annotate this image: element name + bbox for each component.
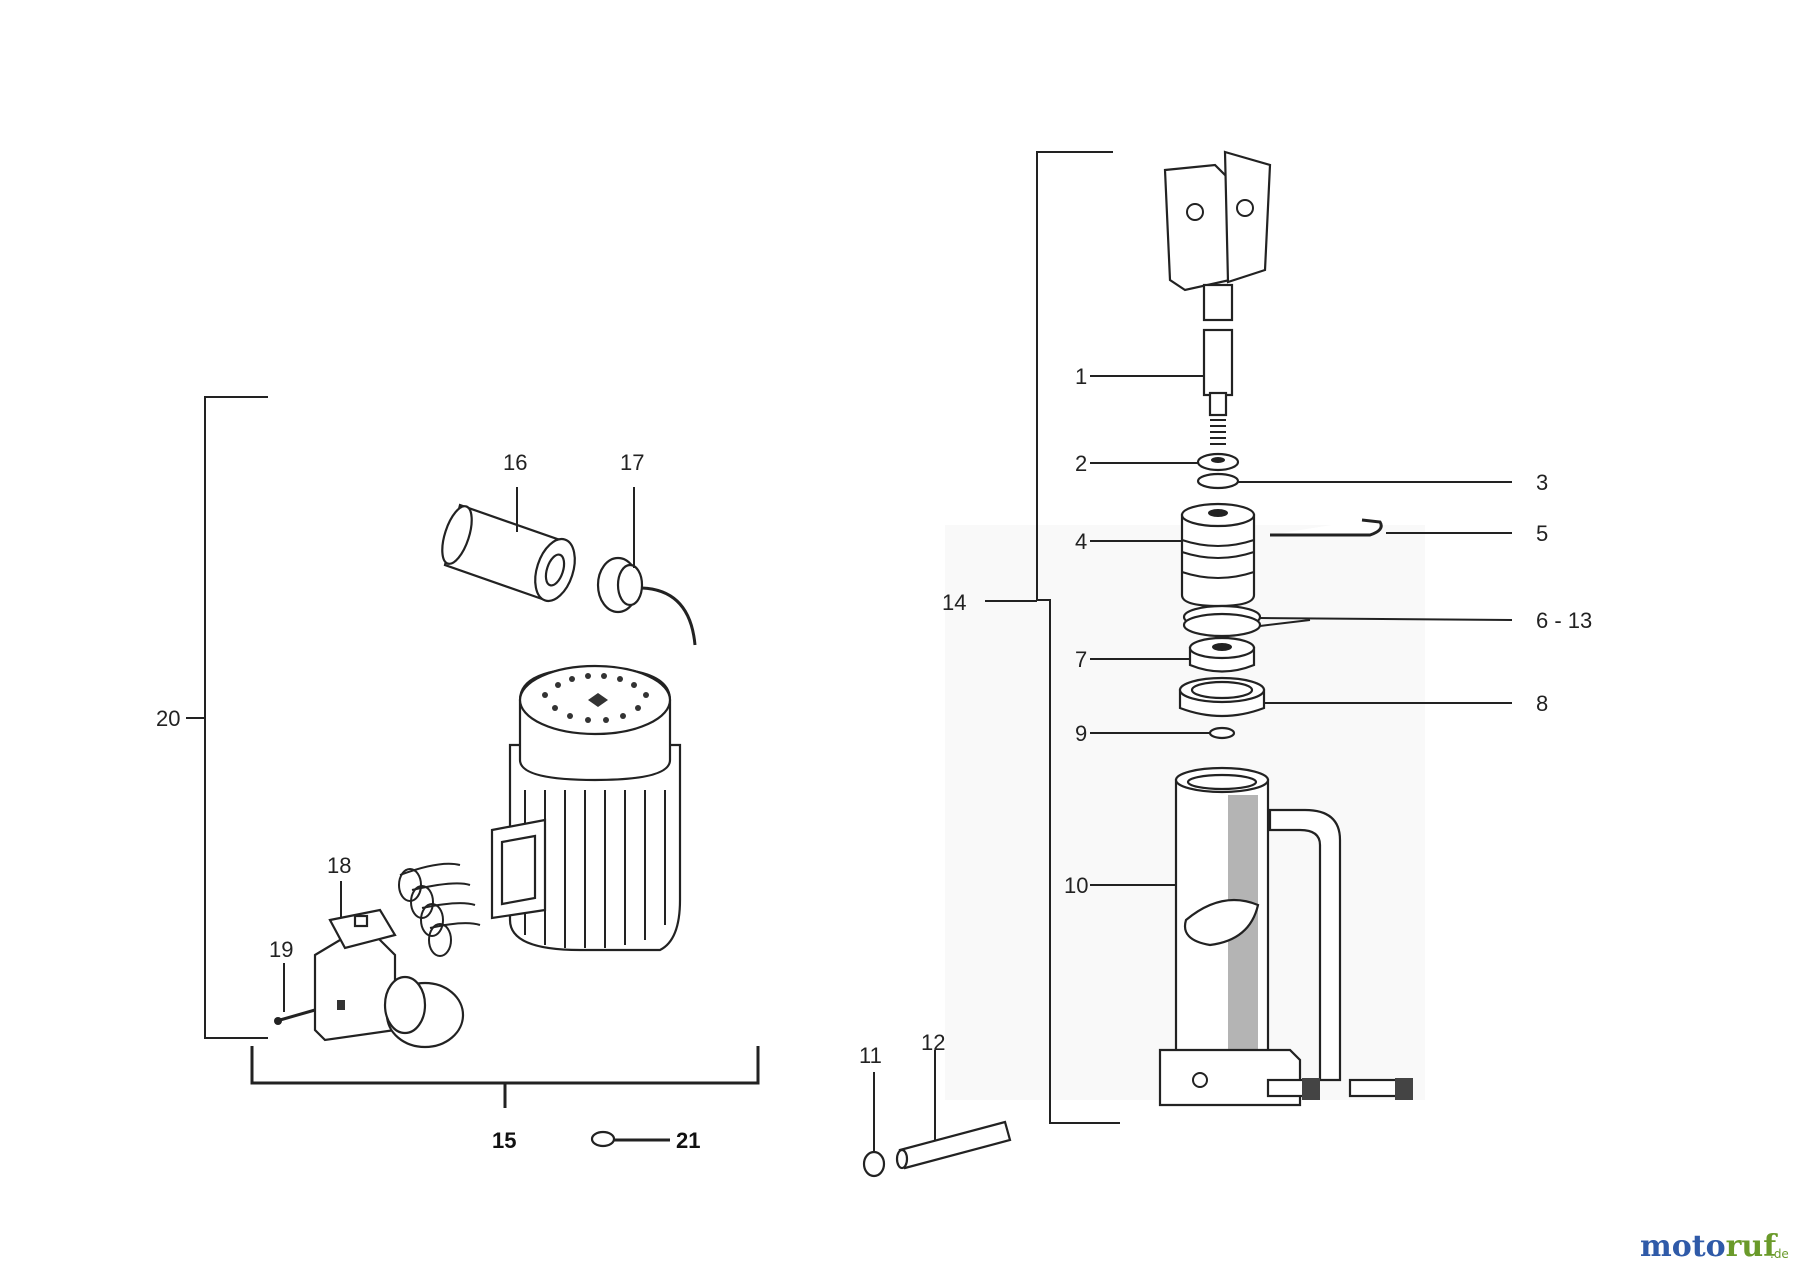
bracket-15: [250, 1046, 760, 1108]
bracket-20: [186, 396, 268, 1039]
label-18: 18: [327, 853, 351, 878]
part-5-pin: [1270, 518, 1512, 537]
part-16-capacitor: [441, 487, 576, 603]
logo-part2: ruf: [1726, 1229, 1779, 1264]
label-2: 2: [1075, 451, 1087, 476]
label-9: 9: [1075, 721, 1087, 746]
svg-text:motoruf: motoruf: [1640, 1229, 1778, 1264]
label-12: 12: [921, 1030, 945, 1055]
watermark-logo: motoruf .de: [1640, 1229, 1789, 1264]
part-21-washer: [590, 1130, 670, 1148]
part-12-tube: [895, 1050, 1012, 1170]
part-3-washer: [1196, 472, 1512, 490]
label-19: 19: [269, 937, 293, 962]
label-14: 14: [942, 590, 966, 615]
part-2-nut: [1090, 452, 1240, 472]
label-21: 21: [676, 1128, 700, 1153]
label-15: 15: [492, 1128, 516, 1153]
label-6-13: 6 - 13: [1536, 608, 1592, 633]
part-4-piston: [1090, 502, 1256, 608]
label-17: 17: [620, 450, 644, 475]
part-10-cylinder: [1090, 766, 1413, 1107]
label-5: 5: [1536, 521, 1548, 546]
part-7-guide: [1090, 636, 1256, 673]
part-motor: [490, 664, 682, 952]
part-18-switch: [313, 862, 481, 1049]
label-11: 11: [859, 1043, 882, 1068]
part-8-ring: [1178, 676, 1512, 718]
label-3: 3: [1536, 470, 1548, 495]
part-9-oring: [1090, 726, 1236, 740]
bracket-14: [985, 151, 1120, 1124]
part-11-ring: [862, 1072, 886, 1178]
logo-part1: moto: [1640, 1229, 1726, 1264]
label-4: 4: [1075, 529, 1087, 554]
part-19-screw: [274, 963, 316, 1025]
part-1-piston-rod: [1090, 150, 1272, 445]
label-7: 7: [1075, 647, 1087, 672]
label-20: 20: [156, 706, 180, 731]
label-1: 1: [1075, 364, 1087, 389]
label-8: 8: [1536, 691, 1548, 716]
label-10: 10: [1064, 873, 1088, 898]
label-16: 16: [503, 450, 527, 475]
logo-suffix: .de: [1770, 1247, 1789, 1261]
part-17-cap-cable: [596, 487, 697, 646]
part-6-13-seals: [1182, 604, 1513, 638]
